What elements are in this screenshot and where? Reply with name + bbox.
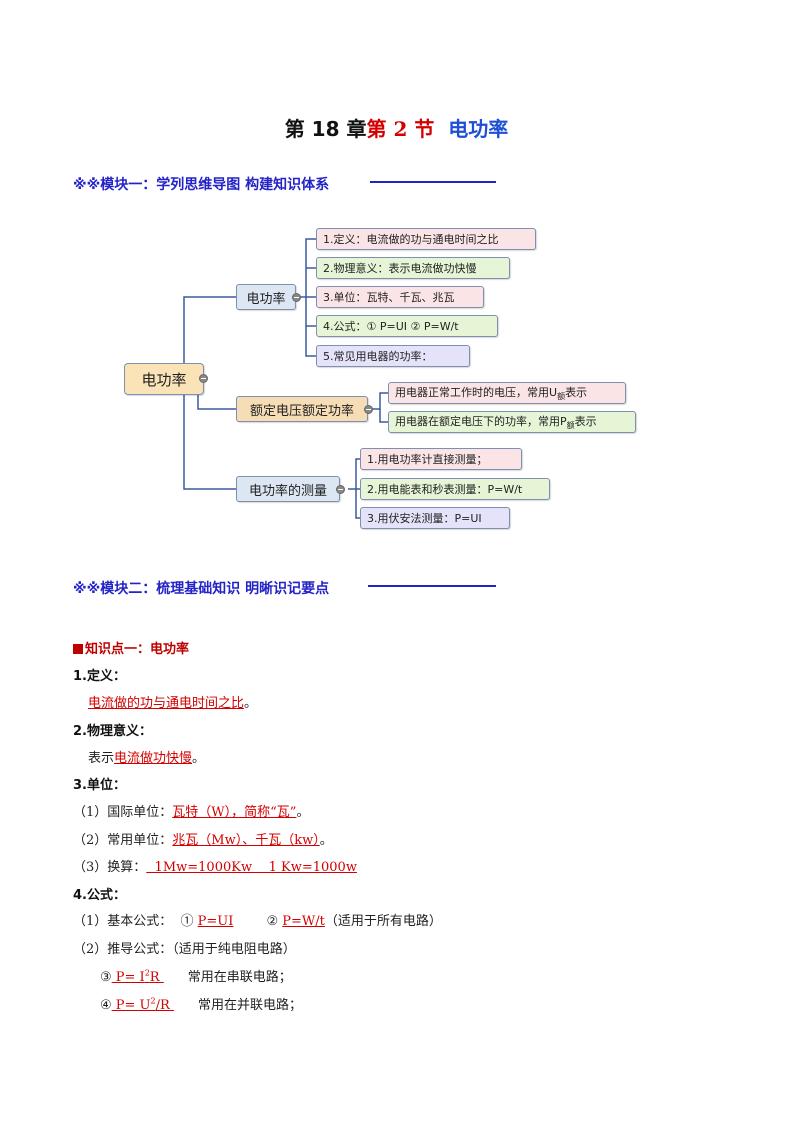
branch-measurement[interactable]: 电功率的测量 [236, 476, 340, 502]
formula-answer-1: P=UI [197, 914, 234, 929]
mindmap-item-formula[interactable]: 4.公式：① P=UI ② P=W/t [316, 315, 498, 337]
branch-rated-label: 额定电压额定功率 [249, 403, 354, 419]
item-text: 2.用电能表和秒表测量：P=W/t [367, 483, 523, 496]
mindmap-root-label: 电功率 [141, 370, 187, 389]
page-title: 第 18 章第 2 节 电功率 [0, 113, 793, 142]
square-bullet-icon [73, 644, 83, 654]
collapse-branch-power-icon[interactable] [292, 293, 301, 302]
chapter-label: 第 18 章 [284, 117, 367, 141]
branch-power[interactable]: 电功率 [236, 284, 296, 310]
mindmap-root[interactable]: 电功率 [124, 363, 204, 395]
unit-line-1: （1）国际单位：瓦特（W），简称“瓦”。 [73, 805, 310, 820]
mindmap-item-rated-voltage[interactable]: 用电器正常工作时的电压，常用U额表示 [388, 382, 626, 404]
unit-answer-1: 瓦特（W），简称“瓦” [172, 805, 297, 820]
formula-label: 4.公式： [73, 888, 126, 903]
item-text: 1.定义：电流做的功与通电时间之比 [323, 233, 499, 246]
module1-heading: ※※模块一：学列思维导图 构建知识体系 [73, 177, 330, 193]
branch-power-label: 电功率 [246, 291, 286, 307]
item-text: 1.用电功率计直接测量； [367, 453, 488, 466]
unit-line-2: （2）常用单位：兆瓦（Mw）、千瓦（kw）。 [73, 833, 333, 848]
mindmap-item-meaning[interactable]: 2.物理意义：表示电流做功快慢 [316, 257, 510, 279]
formula-answer-2: P=W/t [282, 914, 325, 929]
unit-answer-3: 1Mw=1000Kw 1 Kw=1000w [146, 860, 357, 875]
definition-line: 电流做的功与通电时间之比。 [88, 696, 258, 711]
formula-line-3: ③ P= I2R 常用在串联电路； [100, 968, 292, 985]
item-text: 3.用伏安法测量：P=UI [367, 512, 482, 525]
module2-heading: ※※模块二：梳理基础知识 明晰识记要点 [73, 581, 330, 597]
topic-label: 电功率 [448, 117, 509, 141]
definition-label: 1.定义： [73, 669, 126, 684]
formula-line-1: （1）基本公式： ① P=UI ② P=W/t（适用于所有电路） [73, 914, 442, 929]
mindmap-item-energy-meter[interactable]: 2.用电能表和秒表测量：P=W/t [360, 478, 550, 500]
collapse-root-icon[interactable] [199, 374, 208, 383]
meaning-answer: 电流做功快慢 [114, 751, 193, 766]
mindmap-item-meter[interactable]: 1.用电功率计直接测量； [360, 448, 522, 470]
branch-measurement-label: 电功率的测量 [248, 483, 327, 499]
mindmap-item-appliance-power[interactable]: 5.常见用电器的功率： [316, 345, 470, 367]
item-text: 用电器正常工作时的电压，常用U额表示 [395, 385, 588, 402]
unit-answer-2: 兆瓦（Mw）、千瓦（kw） [172, 833, 320, 848]
mindmap-item-voltammetry[interactable]: 3.用伏安法测量：P=UI [360, 507, 510, 529]
mindmap-item-definition[interactable]: 1.定义：电流做的功与通电时间之比 [316, 228, 536, 250]
branch-rated[interactable]: 额定电压额定功率 [236, 396, 368, 422]
module2-rule [368, 585, 496, 587]
formula-line-2: （2）推导公式：（适用于纯电阻电路） [73, 942, 296, 957]
item-text: 3.单位：瓦特、千瓦、兆瓦 [323, 291, 455, 304]
item-text: 4.公式：① P=UI ② P=W/t [323, 320, 459, 333]
mindmap-item-unit[interactable]: 3.单位：瓦特、千瓦、兆瓦 [316, 286, 484, 308]
section-label: 第 2 节 [366, 117, 435, 141]
item-text: 5.常见用电器的功率： [323, 350, 433, 363]
unit-line-3: （3）换算： 1Mw=1000Kw 1 Kw=1000w [73, 860, 357, 875]
definition-answer: 电流做的功与通电时间之比 [88, 696, 245, 711]
formula-answer-4: P= U2/R [111, 996, 174, 1013]
module1-rule [370, 181, 496, 183]
unit-label: 3.单位： [73, 778, 126, 793]
meaning-label: 2.物理意义： [73, 724, 152, 739]
knowledge-point-heading: 知识点一：电功率 [73, 638, 189, 657]
collapse-branch-rated-icon[interactable] [364, 405, 373, 414]
collapse-branch-measurement-icon[interactable] [336, 485, 345, 494]
item-text: 用电器在额定电压下的功率，常用P额表示 [395, 414, 597, 431]
formula-line-4: ④ P= U2/R 常用在并联电路； [100, 996, 302, 1013]
mindmap-item-rated-power[interactable]: 用电器在额定电压下的功率，常用P额表示 [388, 411, 636, 433]
formula-answer-3: P= I2R [111, 968, 164, 985]
item-text: 2.物理意义：表示电流做功快慢 [323, 262, 477, 275]
meaning-line: 表示电流做功快慢。 [88, 751, 206, 766]
knowledge-point-title: 知识点一：电功率 [85, 642, 190, 657]
